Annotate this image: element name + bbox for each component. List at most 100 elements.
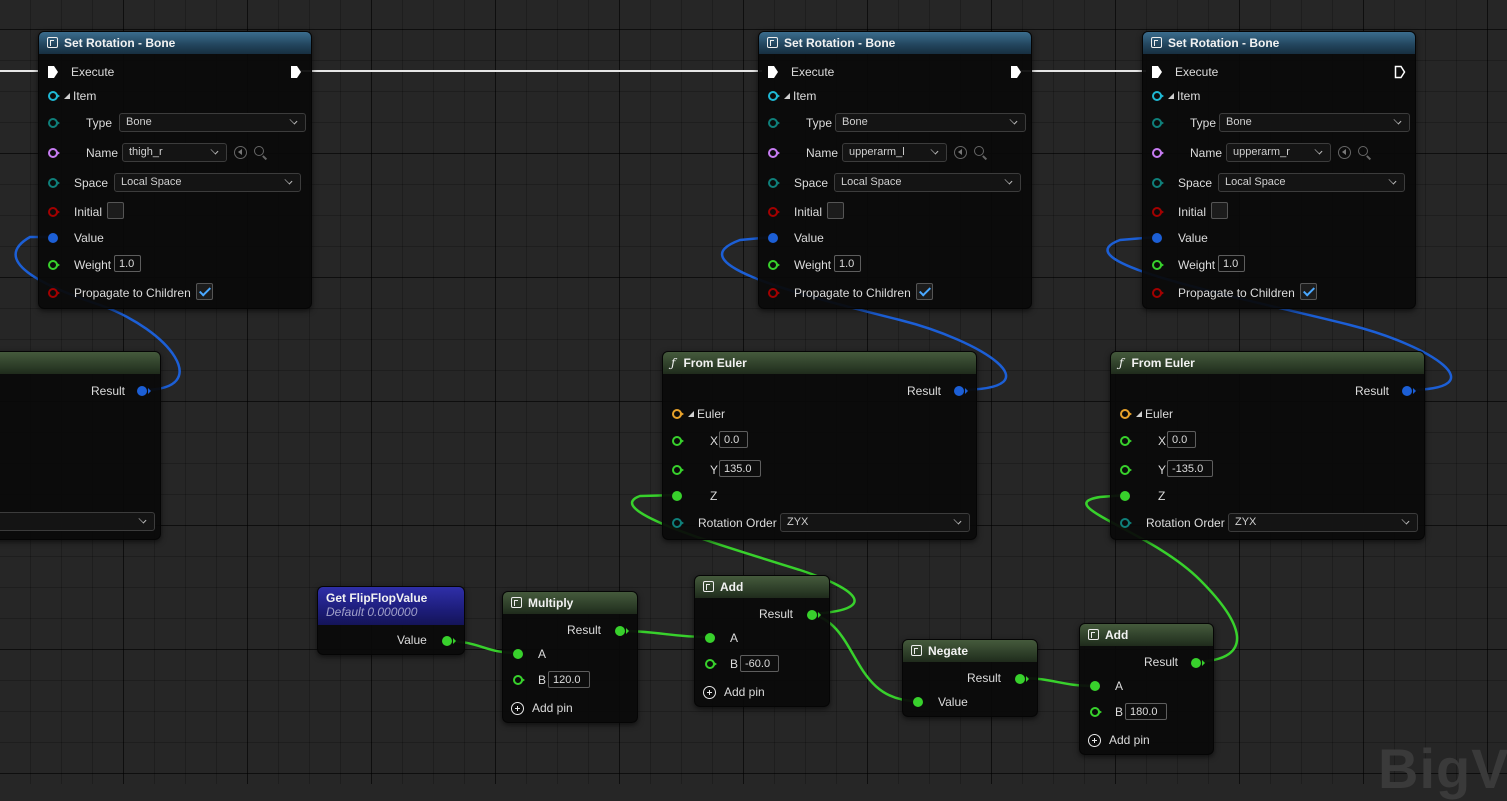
exec-in-pin[interactable] <box>1151 65 1163 79</box>
x-input[interactable]: 0.0 <box>719 431 748 448</box>
propagate-checkbox[interactable] <box>196 283 213 300</box>
propagate-pin[interactable] <box>48 288 60 298</box>
name-dropdown[interactable]: thigh_r <box>122 143 227 162</box>
b-pin[interactable] <box>705 659 717 669</box>
value-pin[interactable] <box>48 233 58 243</box>
node-header[interactable]: Add <box>695 576 829 598</box>
x-pin[interactable] <box>672 436 684 446</box>
weight-input[interactable]: 1.0 <box>114 255 141 272</box>
add-node-1[interactable]: Add Result A B -60.0 Add pin <box>694 575 830 707</box>
exec-out-pin[interactable] <box>290 65 302 79</box>
initial-checkbox[interactable] <box>107 202 124 219</box>
z-pin[interactable] <box>1120 491 1130 501</box>
type-dropdown[interactable]: Bone <box>119 113 306 132</box>
exec-in-pin[interactable] <box>47 65 59 79</box>
add-pin-icon[interactable] <box>703 686 716 699</box>
expand-arrow-icon[interactable] <box>688 411 694 417</box>
weight-pin[interactable] <box>48 260 60 270</box>
propagate-pin[interactable] <box>768 288 780 298</box>
rotation-order-pin[interactable] <box>1120 518 1132 528</box>
node-header[interactable]: Set Rotation - Bone <box>1143 32 1415 54</box>
space-dropdown[interactable]: Local Space <box>834 173 1021 192</box>
result-pin[interactable] <box>615 626 629 636</box>
node-header[interactable]: Negate <box>903 640 1037 662</box>
initial-checkbox[interactable] <box>1211 202 1228 219</box>
float-wire[interactable] <box>630 493 856 616</box>
search-icon[interactable] <box>974 146 984 156</box>
weight-pin[interactable] <box>768 260 780 270</box>
name-pin[interactable] <box>48 148 60 158</box>
rotation-order-dropdown[interactable]: ZYX <box>1228 513 1418 532</box>
name-pin[interactable] <box>768 148 780 158</box>
use-selected-icon[interactable] <box>1338 146 1351 159</box>
y-input[interactable]: 135.0 <box>719 460 761 477</box>
add-pin-label[interactable]: Add pin <box>1109 733 1150 747</box>
space-pin[interactable] <box>768 178 780 188</box>
y-pin[interactable] <box>672 465 684 475</box>
add-pin-icon[interactable] <box>1088 734 1101 747</box>
add-pin-icon[interactable] <box>511 702 524 715</box>
negate-node[interactable]: Negate Result Value <box>902 639 1038 717</box>
node-header[interactable]: Get FlipFlopValue Default 0.000000 <box>318 587 464 625</box>
expand-arrow-icon[interactable] <box>1168 93 1174 99</box>
initial-pin[interactable] <box>48 207 60 217</box>
result-pin[interactable] <box>807 610 821 620</box>
propagate-pin[interactable] <box>1152 288 1164 298</box>
expand-arrow-icon[interactable] <box>784 93 790 99</box>
euler-pin[interactable] <box>1120 409 1132 419</box>
node-header[interactable]: Set Rotation - Bone <box>39 32 311 54</box>
node-header[interactable]: Add <box>1080 624 1213 646</box>
z-pin[interactable] <box>672 491 682 501</box>
b-pin[interactable] <box>1090 707 1102 717</box>
expand-arrow-icon[interactable] <box>64 93 70 99</box>
a-pin[interactable] <box>1090 681 1100 691</box>
weight-pin[interactable] <box>1152 260 1164 270</box>
get-flipflop-node[interactable]: Get FlipFlopValue Default 0.000000 Value <box>317 586 465 655</box>
propagate-checkbox[interactable] <box>1300 283 1317 300</box>
space-dropdown[interactable]: Local Space <box>114 173 301 192</box>
space-dropdown[interactable]: Local Space <box>1218 173 1405 192</box>
use-selected-icon[interactable] <box>954 146 967 159</box>
a-pin[interactable] <box>705 633 715 643</box>
b-input[interactable]: 120.0 <box>548 671 590 688</box>
initial-checkbox[interactable] <box>827 202 844 219</box>
result-pin[interactable] <box>1402 386 1416 396</box>
weight-input[interactable]: 1.0 <box>1218 255 1245 272</box>
name-dropdown[interactable]: upperarm_r <box>1226 143 1331 162</box>
initial-pin[interactable] <box>768 207 780 217</box>
type-dropdown[interactable]: Bone <box>835 113 1026 132</box>
add-node-2[interactable]: Add Result A B 180.0 Add pin <box>1079 623 1214 755</box>
result-pin[interactable] <box>1015 674 1029 684</box>
float-wire[interactable] <box>1085 493 1239 664</box>
value-pin[interactable] <box>913 697 923 707</box>
node-header[interactable] <box>0 352 160 374</box>
b-pin[interactable] <box>513 675 525 685</box>
set-rotation-node-upperarm-r[interactable]: Set Rotation - Bone Execute Item Type Bo… <box>1142 31 1416 309</box>
y-input[interactable]: -135.0 <box>1167 460 1213 477</box>
space-pin[interactable] <box>48 178 60 188</box>
partial-from-euler-node[interactable]: Result <box>0 351 161 540</box>
rotation-order-dropdown[interactable]: ZYX <box>780 513 970 532</box>
search-icon[interactable] <box>1358 146 1368 156</box>
set-rotation-node-thigh-r[interactable]: Set Rotation - Bone Execute Item Type Bo… <box>38 31 312 309</box>
rotator-wire[interactable] <box>720 235 1008 392</box>
name-pin[interactable] <box>1152 148 1164 158</box>
x-pin[interactable] <box>1120 436 1132 446</box>
add-pin-label[interactable]: Add pin <box>532 701 573 715</box>
rotator-wire[interactable] <box>1106 235 1453 392</box>
euler-pin[interactable] <box>672 409 684 419</box>
b-input[interactable]: 180.0 <box>1125 703 1167 720</box>
value-pin[interactable] <box>1152 233 1162 243</box>
type-dropdown[interactable]: Bone <box>1219 113 1410 132</box>
result-pin[interactable] <box>137 386 151 396</box>
exec-in-pin[interactable] <box>767 65 779 79</box>
exec-out-pin[interactable] <box>1394 65 1406 79</box>
result-pin[interactable] <box>954 386 968 396</box>
propagate-checkbox[interactable] <box>916 283 933 300</box>
search-icon[interactable] <box>254 146 264 156</box>
result-pin[interactable] <box>1191 658 1205 668</box>
set-rotation-node-upperarm-l[interactable]: Set Rotation - Bone Execute Item Type Bo… <box>758 31 1032 309</box>
name-dropdown[interactable]: upperarm_l <box>842 143 947 162</box>
